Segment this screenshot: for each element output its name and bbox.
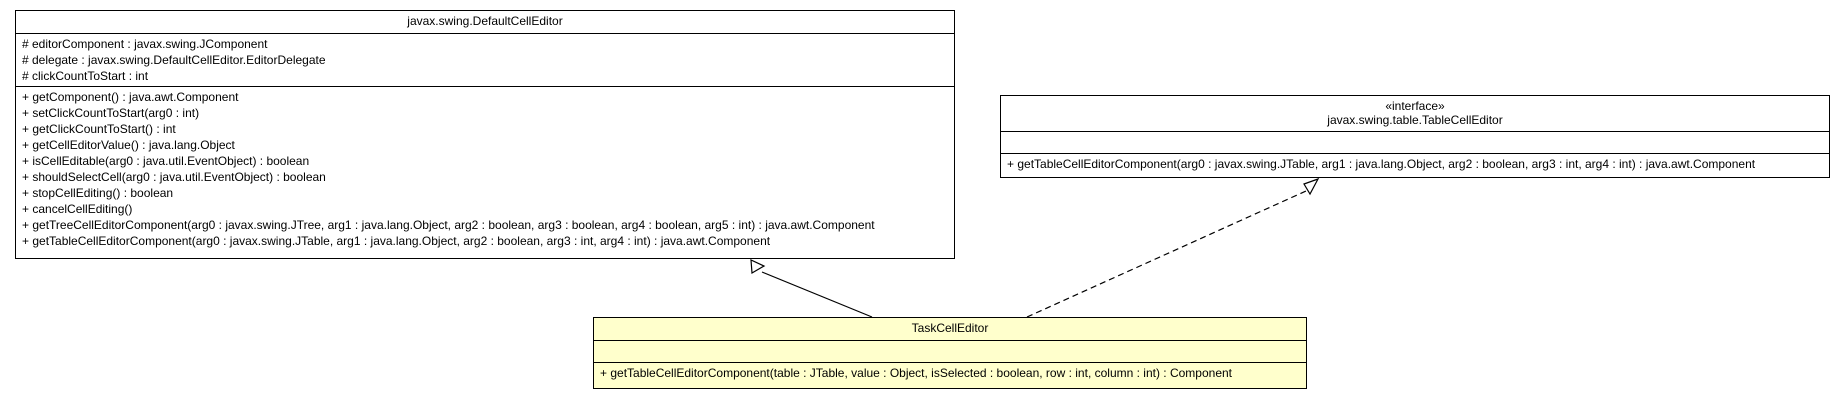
operation-get-tree-cell-editor-component: + getTreeCellEditorComponent(arg0 : java… [22,218,875,232]
operation-get-click-count-to-start: + getClickCountToStart() : int [22,122,176,136]
attribute-delegate: # delegate : javax.swing.DefaultCellEdit… [22,53,326,67]
class-name-compartment: «interface» javax.swing.table.TableCellE… [1001,96,1829,131]
operation-is-cell-editable: + isCellEditable(arg0 : java.util.EventO… [22,154,310,168]
class-task-cell-editor[interactable]: TaskCellEditor + getTableCellEditorCompo… [593,317,1307,389]
operations-compartment: + getComponent() : java.awt.Component + … [16,86,954,251]
attributes-compartment: # editorComponent : javax.swing.JCompone… [16,33,954,86]
class-name-compartment: javax.swing.DefaultCellEditor [16,11,954,33]
operation-cancel-cell-editing: + cancelCellEditing() [22,202,133,216]
stereotype-label: «interface» [1385,99,1445,113]
realization-line [1026,190,1307,318]
class-name: javax.swing.DefaultCellEditor [407,14,563,28]
class-name: TaskCellEditor [911,321,989,335]
attributes-compartment [1001,131,1829,153]
class-default-cell-editor[interactable]: javax.swing.DefaultCellEditor # editorCo… [15,10,955,259]
operation-set-click-count-to-start: + setClickCountToStart(arg0 : int) [22,106,200,120]
class-table-cell-editor[interactable]: «interface» javax.swing.table.TableCellE… [1000,95,1830,178]
operation-stop-cell-editing: + stopCellEditing() : boolean [22,186,174,200]
operation-get-table-cell-editor-component: + getTableCellEditorComponent(table : JT… [600,366,1233,380]
attributes-compartment [594,340,1306,362]
generalization-line [761,271,873,318]
attribute-click-count-to-start: # clickCountToStart : int [22,69,149,83]
operation-get-component: + getComponent() : java.awt.Component [22,90,239,104]
class-name: javax.swing.table.TableCellEditor [1327,113,1503,127]
attribute-editor-component: # editorComponent : javax.swing.JCompone… [22,37,268,51]
operations-compartment: + getTableCellEditorComponent(table : JT… [594,362,1306,383]
generalization-arrowhead [750,259,766,275]
operation-get-cell-editor-value: + getCellEditorValue() : java.lang.Objec… [22,138,235,152]
operation-get-table-cell-editor-component: + getTableCellEditorComponent(arg0 : jav… [22,234,771,248]
class-name-compartment: TaskCellEditor [594,318,1306,340]
operation-should-select-cell: + shouldSelectCell(arg0 : java.util.Even… [22,170,326,184]
operations-compartment: + getTableCellEditorComponent(arg0 : jav… [1001,153,1829,174]
operation-get-table-cell-editor-component: + getTableCellEditorComponent(arg0 : jav… [1007,157,1756,171]
realization-arrowhead [1303,177,1320,196]
